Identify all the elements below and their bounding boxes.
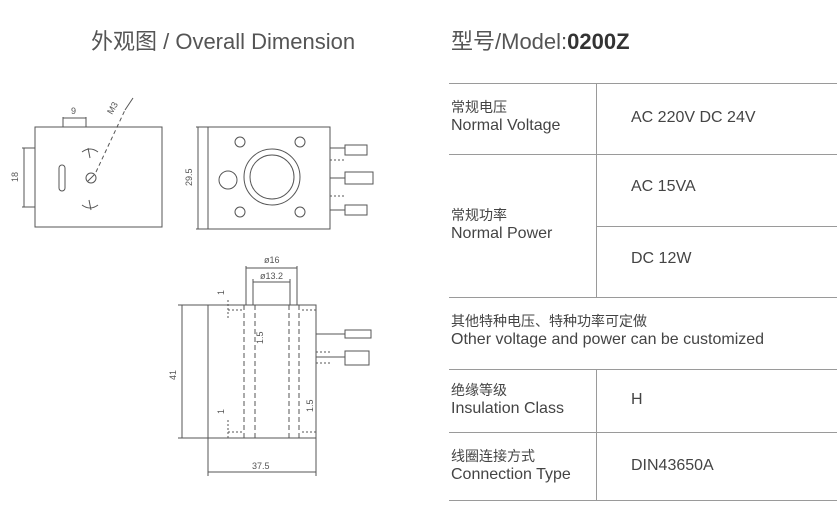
voltage-label: 常规电压 Normal Voltage [451,98,560,136]
dim-top-width: 9 [71,106,76,116]
insulation-value: H [631,391,643,408]
connection-value: DIN43650A [631,457,714,474]
side-view-drawing [178,266,372,476]
voltage-label-zh: 常规电压 [451,99,507,115]
power-label: 常规功率 Normal Power [451,206,552,244]
front-view-drawing [196,126,374,230]
dim-side-height: 41 [168,370,178,380]
voltage-value: AC 220V DC 24V [631,109,756,126]
dim-1-bottom: 1 [216,409,226,414]
dim-top-height: 18 [10,172,20,182]
spec-table: 常规电压 Normal Voltage AC 220V DC 24V 常规功率 … [449,83,837,501]
insulation-label-zh: 绝缘等级 [451,382,507,398]
connection-label: 线圈连接方式 Connection Type [451,447,571,485]
model-title: 型号/Model:0200Z [451,24,630,56]
voltage-label-en: Normal Voltage [451,117,561,134]
model-number: 0200Z [567,29,630,54]
column-divider [596,370,597,432]
spec-row-connection: 线圈连接方式 Connection Type DIN43650A [449,432,837,501]
power-value-dc: DC 12W [631,250,692,267]
spec-row-custom: 其他特种电压、特种功率可定做 Other voltage and power c… [449,297,837,369]
custom-note: 其他特种电压、特种功率可定做 Other voltage and power c… [451,311,764,349]
column-divider [596,84,597,154]
dim-1-5-bottom: 1.5 [305,399,315,412]
column-divider [596,433,597,500]
thread-label: M3 [105,100,120,116]
spec-row-voltage: 常规电压 Normal Voltage AC 220V DC 24V [449,83,837,154]
overall-dimension-title: 外观图 / Overall Dimension [91,29,356,54]
spec-row-power: 常规功率 Normal Power AC 15VA DC 12W [449,154,837,297]
insulation-label: 绝缘等级 Insulation Class [451,381,564,419]
dim-front-height: 29.5 [184,168,194,186]
custom-note-en: Other voltage and power can be customize… [451,331,765,348]
connection-label-zh: 线圈连接方式 [451,448,535,464]
dim-inner-diameter: ø13.2 [260,271,283,281]
dim-side-width: 37.5 [252,461,270,471]
top-view-drawing [22,97,163,228]
spec-row-insulation: 绝缘等级 Insulation Class H [449,369,837,432]
dim-1-top: 1 [216,290,226,295]
custom-note-zh: 其他特种电压、特种功率可定做 [451,313,647,329]
power-value-ac: AC 15VA [631,178,696,195]
power-sub-divider [596,226,837,227]
dim-1-5-top: 1.5 [255,331,265,344]
power-label-en: Normal Power [451,225,553,242]
power-label-zh: 常规功率 [451,207,507,223]
insulation-label-en: Insulation Class [451,400,564,417]
model-prefix: 型号/Model: [451,29,568,54]
dim-outer-diameter: ø16 [264,255,280,265]
connection-label-en: Connection Type [451,466,571,483]
